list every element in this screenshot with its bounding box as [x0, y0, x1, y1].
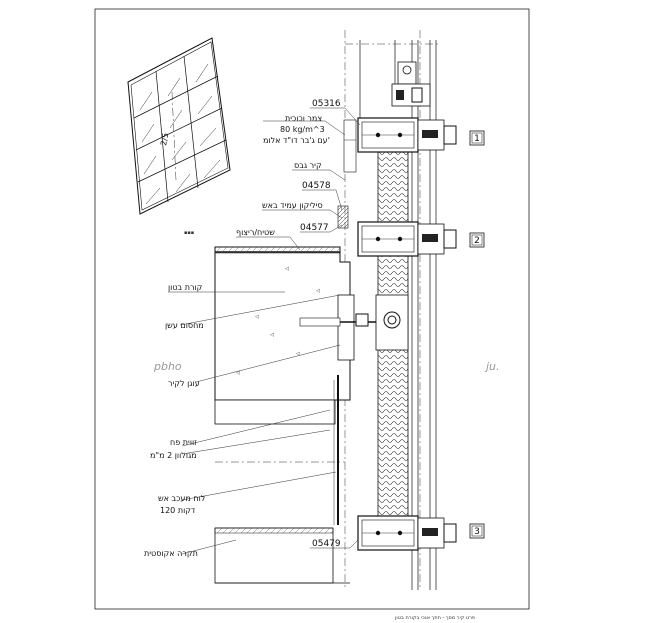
- code-mid-2: 04577: [300, 223, 329, 233]
- svg-text:◁: ◁: [285, 266, 289, 272]
- iso-small-mark: ▪▪▪: [184, 230, 194, 236]
- anchor-label: עוגן לקיר: [168, 379, 200, 388]
- isometric-facade: [127, 37, 231, 215]
- faint-left-text: pbho: [153, 360, 182, 373]
- top-hardware: [391, 61, 431, 107]
- iso-dimension-label: 2/5: [159, 132, 170, 146]
- angle-label-1: זווית פח: [170, 438, 197, 447]
- fire-board-label-2: 120 דקות: [160, 506, 196, 515]
- marker-1: 1: [469, 130, 485, 146]
- angle-label-2: מגולוון 2 מ"מ: [150, 451, 197, 460]
- svg-text:◁: ◁: [270, 332, 274, 338]
- code-bottom: 05479: [312, 539, 341, 549]
- sealant-note-2: 80 kg/m^3: [280, 125, 325, 134]
- lower-beam: [214, 399, 336, 425]
- drawing-border: [94, 8, 530, 610]
- footer-caption: פרט קיר מסך - חתך אנכי בקורת בטון: [395, 615, 475, 621]
- acoustic-ceiling: [214, 527, 334, 584]
- marker-3: 3: [469, 523, 485, 539]
- sealant-note-3: עם ג'בר דו"ד אלומ': [263, 136, 330, 145]
- svg-text:◁: ◁: [236, 370, 240, 376]
- fire-seal-block: [337, 205, 349, 229]
- floor-finish-label: שטיח/ריצוף: [236, 228, 275, 237]
- code-top: 05316: [312, 99, 341, 109]
- leader-lines: [168, 107, 361, 555]
- faint-right-text: ju.: [484, 360, 500, 373]
- transom-profile-2: [357, 221, 457, 257]
- sealant-note-1: צמר וכוכית: [285, 114, 322, 123]
- floor-finish-layer: [214, 246, 341, 254]
- transom-profile-3: [357, 515, 457, 551]
- svg-text:1: 1: [474, 134, 480, 144]
- concrete-beam-label: קורת בטון: [168, 283, 203, 292]
- code-mid-1: 04578: [302, 181, 331, 191]
- marker-2: 2: [469, 232, 485, 248]
- ceiling-label: תקרה אקוסטית: [144, 549, 198, 558]
- fire-board-label-1: לוח מעכב אש: [158, 494, 205, 503]
- fire-silicone-label: סיליקון עמיד באש: [262, 201, 323, 210]
- anchor-bracket: [299, 294, 409, 361]
- svg-text:3: 3: [474, 527, 480, 537]
- drywall-label: קיר גבס: [294, 161, 322, 170]
- svg-text:◁: ◁: [296, 351, 300, 357]
- transom-profile-1: [357, 117, 457, 153]
- svg-text:2: 2: [474, 236, 480, 246]
- svg-text:◁: ◁: [316, 288, 320, 294]
- smoke-barrier-label: מחסום עשן: [165, 321, 204, 330]
- svg-text:◁: ◁: [255, 314, 259, 320]
